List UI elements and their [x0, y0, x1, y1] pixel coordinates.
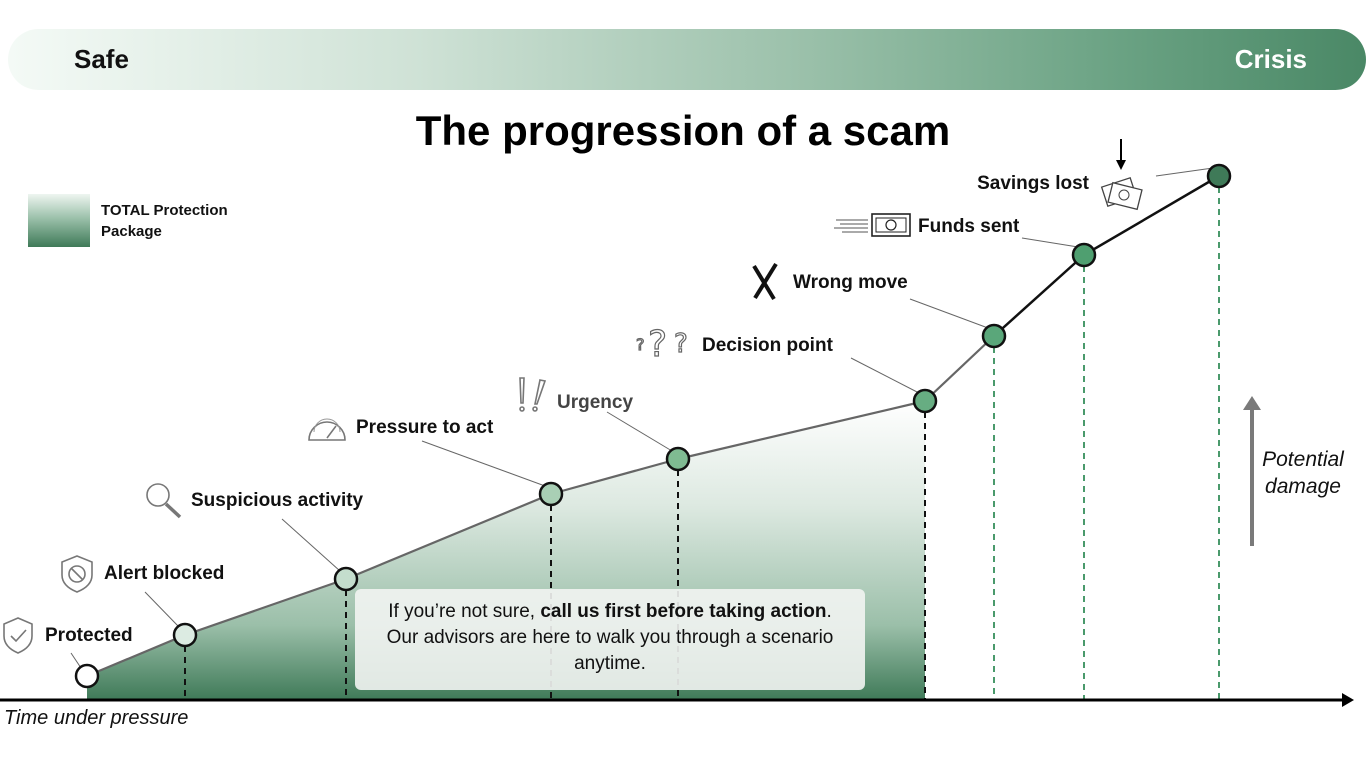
leader-line-decision-point — [850, 357, 920, 394]
series-segment — [677, 399, 926, 461]
point-alert-blocked — [172, 622, 198, 648]
leader-line-wrong-move — [909, 298, 989, 329]
point-decision-point — [912, 388, 938, 414]
leader-line-pressure-to-act — [421, 440, 546, 487]
point-label-funds-sent: Funds sent — [918, 216, 1020, 237]
point-label-wrong-move: Wrong move — [793, 272, 908, 293]
safe-to-crisis-band — [8, 29, 1366, 90]
series-segment — [924, 335, 995, 402]
advice-callout: If you’re not sure, call us first before… — [355, 589, 865, 690]
point-label-decision-point: Decision point — [702, 335, 834, 356]
series-segment — [1083, 174, 1220, 257]
point-urgency — [665, 446, 691, 472]
callout-emphasis: call us first before taking action — [540, 601, 827, 622]
point-label-alert-blocked: Alert blocked — [104, 563, 224, 584]
point-pressure-to-act — [538, 481, 564, 507]
series-segment — [184, 577, 347, 637]
magnifier-icon — [146, 483, 182, 519]
exclamation-icon — [519, 377, 547, 412]
potential-damage-arrow — [1243, 396, 1261, 546]
svg-text:?: ? — [674, 329, 688, 359]
point-label-protected: Protected — [45, 625, 133, 646]
point-funds-sent — [1071, 242, 1097, 268]
series-segment — [86, 633, 186, 678]
callout-suffix: . — [826, 601, 832, 622]
point-label-pressure-to-act: Pressure to act — [356, 417, 494, 438]
gauge-icon — [308, 418, 346, 441]
legend-swatch — [28, 194, 90, 247]
shield-check-icon — [3, 617, 33, 654]
legend-label: TOTAL Protection Package — [101, 202, 228, 240]
safe-label: Safe — [74, 44, 129, 74]
crisis-label: Crisis — [1234, 44, 1307, 74]
leader-line-protected — [70, 652, 82, 669]
shield-block-icon — [61, 555, 93, 593]
chart-title: The progression of a scam — [415, 107, 951, 154]
x-axis-arrowhead — [1342, 693, 1354, 707]
x-axis-label: Time under pressure — [4, 707, 189, 729]
series-segment — [550, 457, 679, 496]
point-label-urgency: Urgency — [557, 392, 633, 413]
point-protected — [74, 663, 100, 689]
question-icon: ??? — [635, 323, 688, 365]
money-bill-icon — [834, 213, 911, 237]
leader-line-urgency — [606, 411, 673, 452]
point-wrong-move — [981, 323, 1007, 349]
x-mark-icon — [752, 262, 778, 301]
callout-prefix: If you’re not sure, — [388, 601, 541, 622]
leader-line-suspicious-activity — [281, 518, 341, 572]
leader-line-alert-blocked — [144, 591, 180, 628]
y-axis-label: Potential damage — [1262, 448, 1344, 498]
series-segment — [345, 492, 552, 581]
series-segment — [993, 254, 1085, 337]
point-savings-lost — [1206, 163, 1232, 189]
falling-money-icon — [1100, 139, 1143, 211]
svg-text:?: ? — [648, 324, 667, 365]
leader-line-savings-lost — [1155, 167, 1214, 177]
svg-text:?: ? — [636, 335, 645, 354]
callout-second-line: Our advisors are here to walk you throug… — [386, 627, 834, 674]
point-suspicious-activity — [333, 566, 359, 592]
point-label-suspicious-activity: Suspicious activity — [191, 490, 364, 511]
leader-line-funds-sent — [1021, 237, 1079, 248]
point-label-savings-lost: Savings lost — [977, 173, 1090, 194]
